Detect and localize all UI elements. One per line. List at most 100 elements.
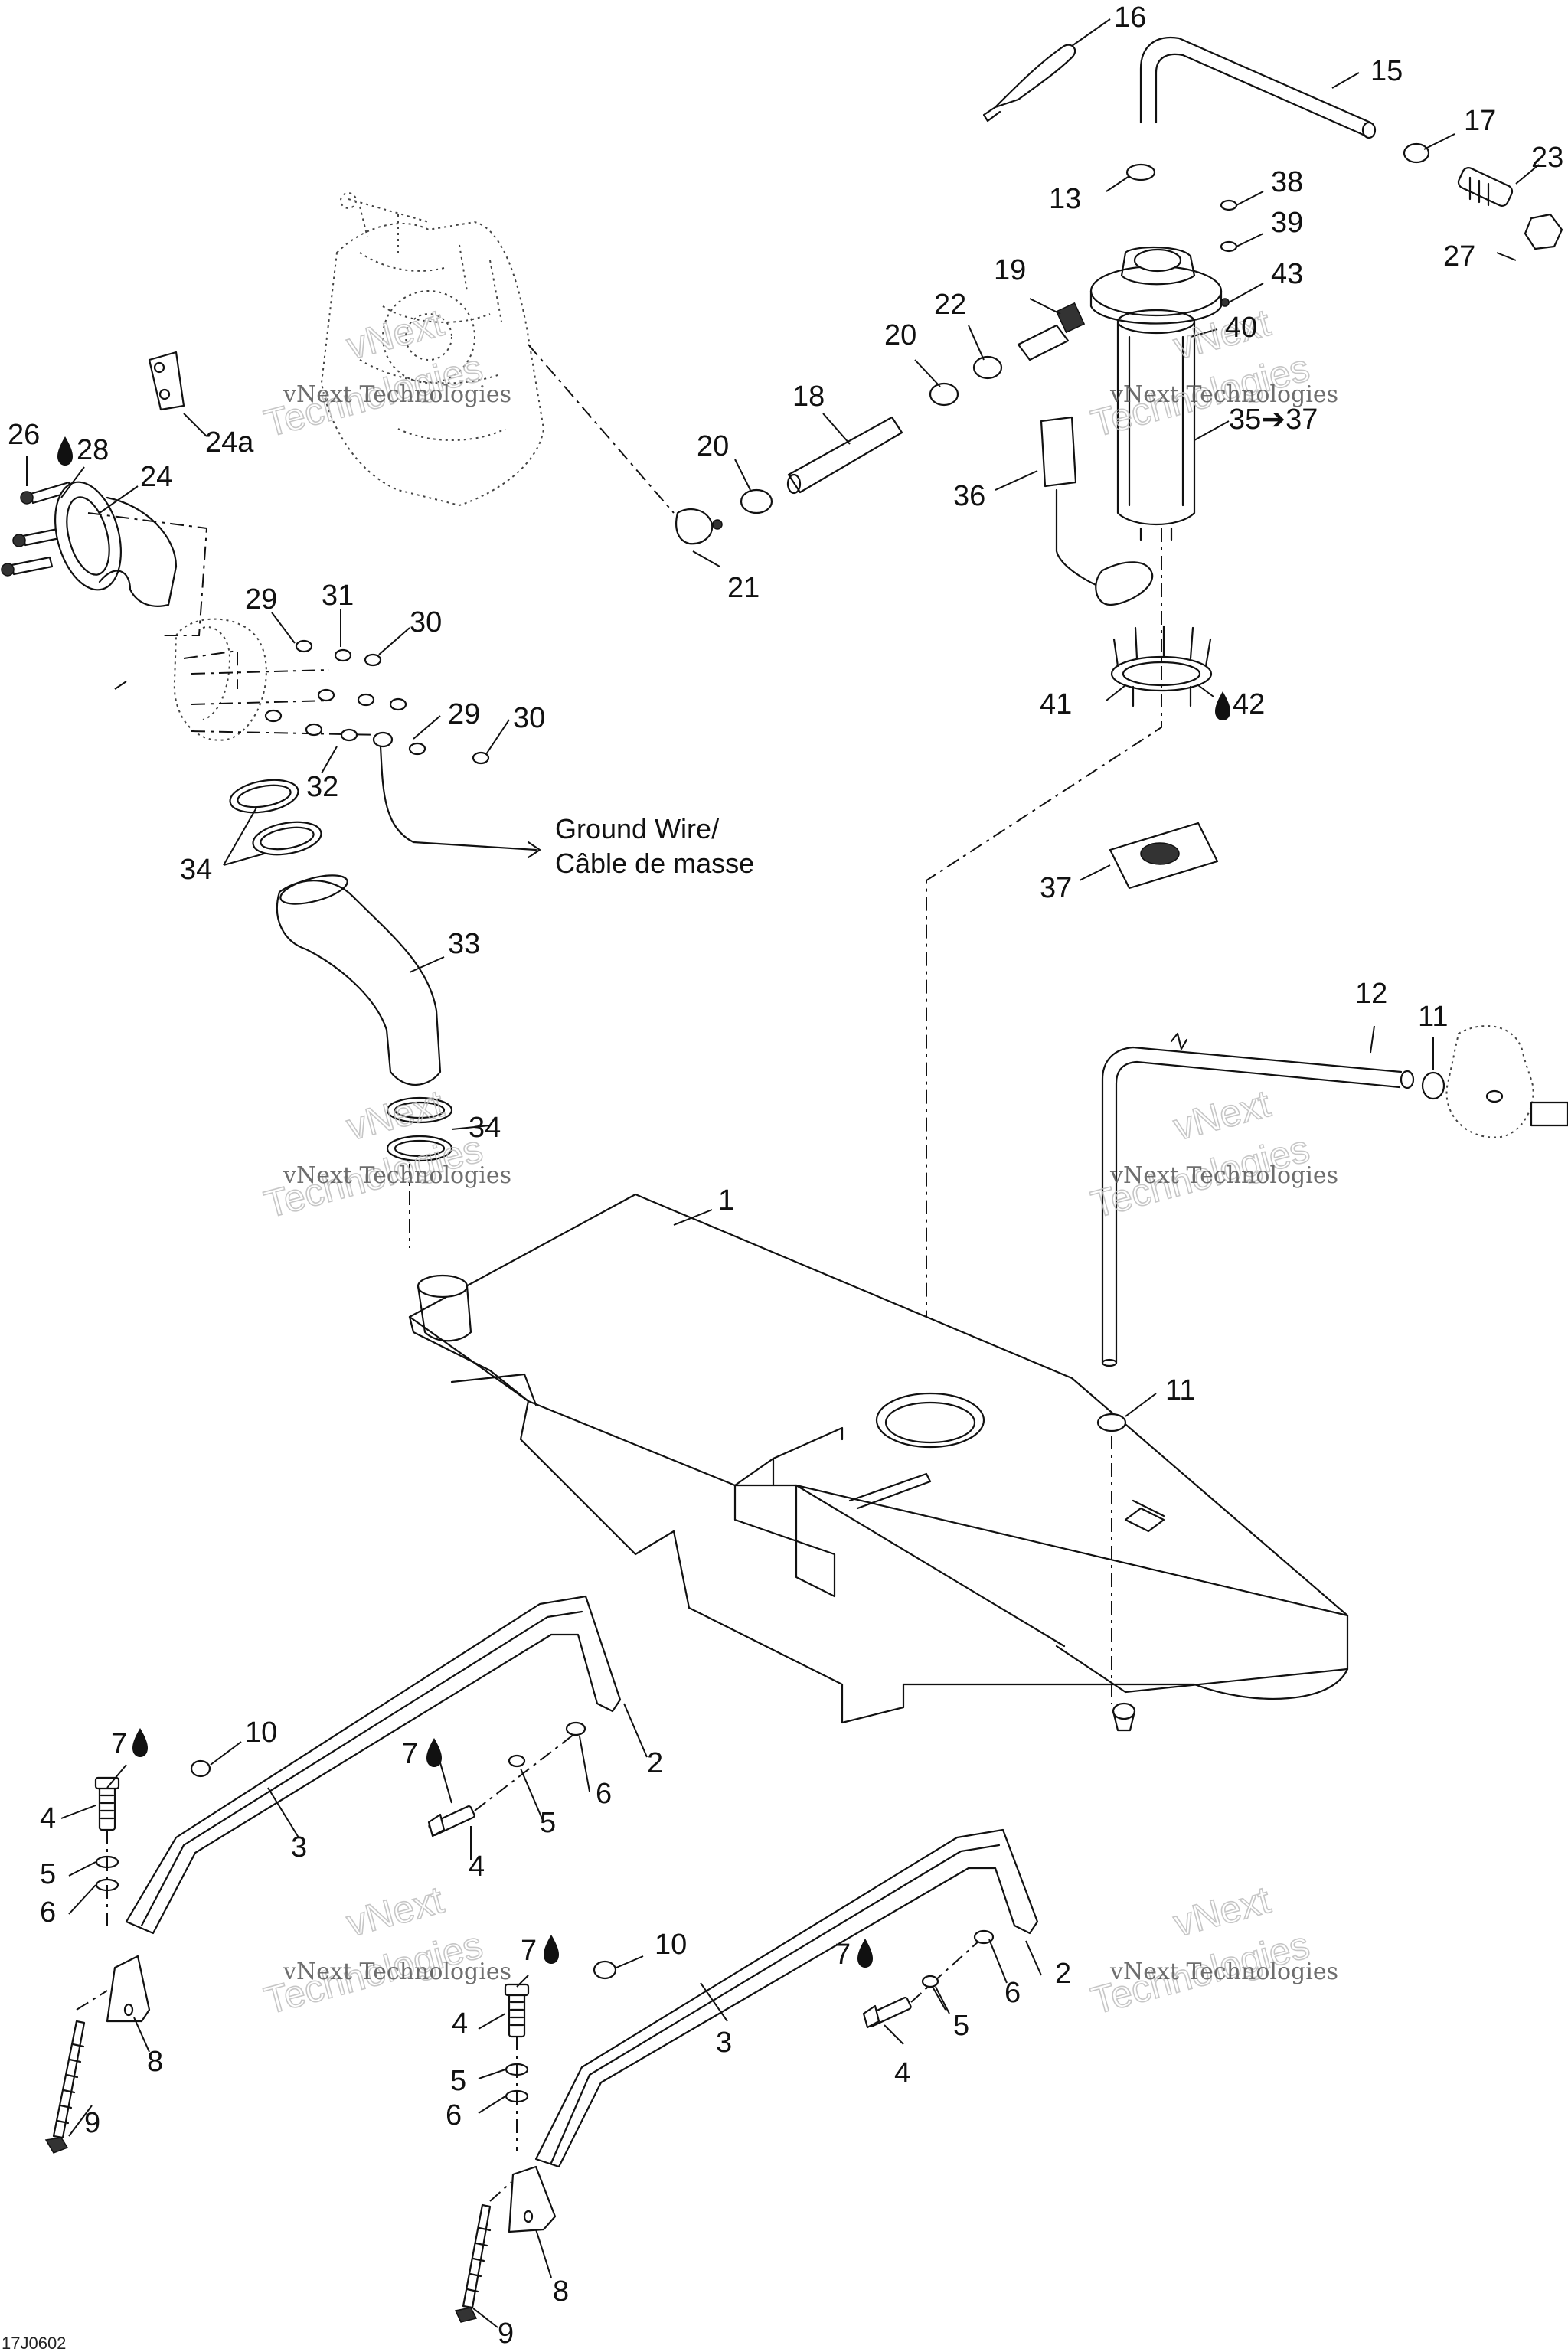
callout-33: 33 (448, 928, 480, 960)
leader-lines (26, 18, 1540, 2328)
callout-6: 6 (1004, 1977, 1021, 2009)
callout-6: 6 (446, 2099, 462, 2132)
callout-8: 8 (147, 2046, 163, 2078)
callout-1: 1 (718, 1184, 734, 1217)
callout-6: 6 (596, 1778, 612, 1810)
svg-text:vNext Technologies: vNext Technologies (283, 1162, 511, 1189)
callout-3: 3 (291, 1831, 307, 1864)
fuel-tank (408, 1193, 1349, 1732)
lubricant-drop-icon (544, 1935, 559, 1964)
callout-9: 9 (84, 2107, 100, 2139)
callout-39: 39 (1271, 207, 1303, 239)
callout-29: 29 (448, 698, 480, 730)
callout-2: 2 (1055, 1958, 1071, 1990)
callout-24a: 24a (205, 426, 254, 459)
watermark: vNext Technologies vNext Technologies (1086, 1081, 1338, 1227)
callout-4: 4 (452, 2007, 468, 2040)
callout-2: 2 (647, 1747, 663, 1779)
ground-wire-note: Ground Wire/ Câble de masse (555, 813, 754, 879)
callout-7: 7 (835, 1939, 851, 1971)
callout-7: 7 (521, 1935, 537, 1967)
callout-9: 9 (498, 2318, 514, 2350)
fuel-line-assembly (675, 302, 1086, 545)
lubricant-drop-icon (132, 1728, 148, 1757)
strap-assembly-right (454, 1828, 1039, 2323)
callout-15: 15 (1370, 55, 1403, 87)
callout-35-37: 35➔37 (1229, 403, 1318, 436)
callout-5: 5 (40, 1858, 56, 1890)
callout-36: 36 (953, 480, 985, 512)
callout-19: 19 (994, 254, 1026, 286)
callout-24: 24 (140, 461, 172, 493)
callout-41: 41 (1040, 688, 1072, 720)
callout-43: 43 (1271, 258, 1303, 290)
strap-assembly-left (44, 1595, 622, 2154)
callout-12: 12 (1355, 978, 1387, 1010)
callout-23: 23 (1531, 142, 1563, 174)
callout-34: 34 (469, 1112, 501, 1144)
callout-38: 38 (1271, 166, 1303, 198)
engine-fitting-dashline (528, 344, 675, 514)
callout-28: 28 (77, 434, 109, 466)
watermark: vNext Technologies vNext Technologies (1086, 1877, 1338, 2023)
watermark-group: vNext Technologies vNext Technologies vN… (260, 300, 1338, 2023)
callout-34: 34 (180, 854, 212, 886)
callout-29: 29 (245, 583, 277, 616)
callout-20: 20 (884, 319, 916, 351)
ground-wire-label: Ground Wire/ (555, 813, 719, 844)
watermark: vNext Technologies vNext Technologies (260, 300, 511, 446)
callout-7: 7 (111, 1728, 127, 1760)
callout-4: 4 (894, 2057, 910, 2089)
lubricant-drop-icon (1215, 691, 1230, 720)
vent-tube-assembly (982, 36, 1563, 307)
callout-20: 20 (697, 430, 729, 462)
engine-outline (320, 192, 545, 507)
callout-10: 10 (655, 1929, 687, 1961)
callout-labels: 16 15 17 23 27 13 38 39 43 19 22 20 40 1… (8, 2, 1563, 2350)
svg-text:vNext Technologies: vNext Technologies (1109, 1958, 1338, 1985)
callout-3: 3 (716, 2027, 732, 2059)
callout-6: 6 (40, 1896, 56, 1929)
callout-11: 11 (1165, 1374, 1195, 1406)
callout-30: 30 (513, 702, 545, 734)
callout-11: 11 (1418, 1001, 1448, 1033)
callout-40: 40 (1225, 312, 1257, 344)
callout-42: 42 (1233, 688, 1265, 720)
watermark: vNext Technologies vNext Technologies (260, 1877, 511, 2023)
lubricant-drop-icon (858, 1939, 873, 1968)
callout-30: 30 (410, 606, 442, 639)
callout-22: 22 (934, 289, 966, 321)
vent-hose-12 (1096, 1025, 1568, 1704)
filler-neck-assembly (1, 351, 541, 1248)
callout-18: 18 (792, 381, 825, 413)
svg-text:vNext Technologies: vNext Technologies (283, 1958, 511, 1985)
callout-5: 5 (953, 2010, 969, 2042)
callout-27: 27 (1443, 240, 1475, 273)
watermark: vNext Technologies vNext Technologies (1086, 300, 1338, 446)
pump-tank-dashline (926, 528, 1162, 1393)
callout-16: 16 (1114, 2, 1146, 34)
lubricant-drop-icon (426, 1738, 442, 1767)
callout-13: 13 (1049, 183, 1081, 215)
svg-text:vNext Technologies: vNext Technologies (1109, 381, 1338, 408)
watermark: vNext Technologies vNext Technologies (260, 1081, 511, 1227)
callout-31: 31 (322, 580, 354, 612)
callout-4: 4 (40, 1802, 56, 1834)
callout-5: 5 (540, 1807, 556, 1839)
callout-32: 32 (306, 771, 338, 803)
svg-text:vNext Technologies: vNext Technologies (283, 381, 511, 408)
callout-8: 8 (553, 2275, 569, 2308)
callout-37: 37 (1040, 872, 1072, 904)
callout-7: 7 (402, 1738, 418, 1770)
callout-26: 26 (8, 419, 40, 451)
callout-5: 5 (450, 2065, 466, 2097)
svg-text:vNext Technologies: vNext Technologies (1109, 1162, 1338, 1189)
lubricant-drop-icon (57, 436, 73, 466)
document-reference: 17J0602 (2, 2334, 66, 2352)
screw-26 (1, 481, 73, 577)
callout-10: 10 (245, 1717, 277, 1749)
ground-wire-label-fr: Câble de masse (555, 848, 754, 879)
callout-17: 17 (1464, 105, 1496, 137)
callout-4: 4 (469, 1851, 485, 1883)
